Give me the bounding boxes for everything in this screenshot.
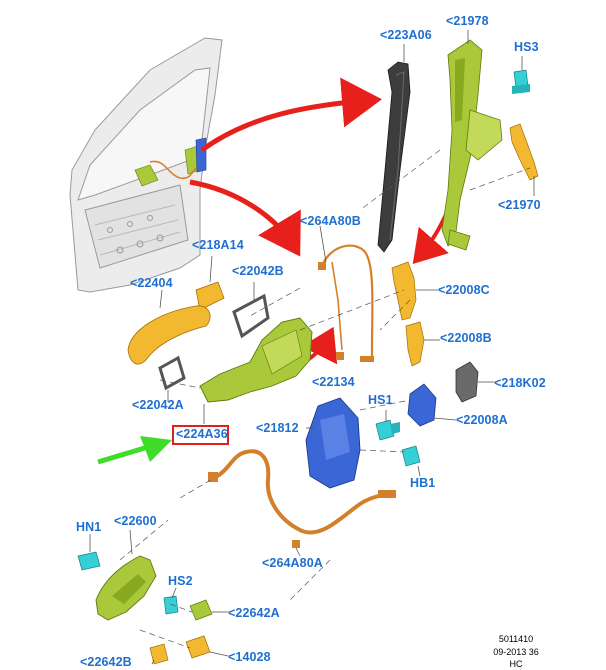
part-label-HS3[interactable]: HS3 — [514, 40, 539, 54]
part-label-HS2[interactable]: HS2 — [168, 574, 193, 588]
part-label-22600[interactable]: <22600 — [114, 514, 157, 528]
spacer-22008b-part — [405, 321, 425, 367]
part-label-264A80B[interactable]: <264A80B — [300, 214, 361, 228]
part-label-HN1[interactable]: HN1 — [76, 520, 102, 534]
cable-264a80a-part — [208, 449, 397, 548]
part-label-218K02[interactable]: <218K02 — [494, 376, 546, 390]
part-label-224A36[interactable]: <224A36 — [176, 427, 228, 441]
part-label-HB1[interactable]: HB1 — [410, 476, 436, 490]
green-arrow-icon — [97, 436, 172, 465]
footer-code: HC — [509, 659, 523, 669]
part-label-21978[interactable]: <21978 — [446, 14, 489, 28]
glass-run-channel-part — [377, 61, 411, 253]
window-regulator-part — [441, 39, 503, 251]
handle-frame-224a36-part — [199, 317, 313, 403]
handle-22404-part — [127, 305, 211, 365]
footer-date: 09-2013 36 — [493, 647, 539, 657]
cap-218a14-part — [195, 281, 225, 311]
part-label-218A14[interactable]: <218A14 — [192, 238, 244, 252]
part-label-21970[interactable]: <21970 — [498, 198, 541, 212]
part-label-22642A[interactable]: <22642A — [228, 606, 280, 620]
bolt-hs3-part — [512, 69, 530, 94]
screw-hs1-part — [375, 419, 400, 441]
part-label-HS1[interactable]: HS1 — [368, 393, 393, 407]
footer-number: 5011410 — [498, 634, 534, 644]
part-label-22042B[interactable]: <22042B — [232, 264, 284, 278]
leader-lines — [89, 30, 535, 665]
screw-hs2-part — [163, 595, 179, 615]
nut-hn1-part — [77, 551, 101, 571]
assembly-dash-lines — [119, 149, 531, 649]
door-latch-21812-part — [305, 397, 361, 489]
highlight-box — [172, 425, 229, 445]
gasket-22042b-part — [232, 293, 270, 339]
inner-handle-22600-part — [95, 555, 157, 621]
part-label-22042A[interactable]: <22042A — [132, 398, 184, 412]
part-label-22404[interactable]: <22404 — [130, 276, 173, 290]
door-illustration — [69, 37, 223, 293]
part-label-22134[interactable]: <22134 — [312, 375, 355, 389]
switch-14028-part — [185, 635, 211, 659]
bracket-21970-part — [509, 123, 539, 181]
part-label-21812[interactable]: <21812 — [256, 421, 299, 435]
screw-hb1-part — [401, 445, 421, 467]
part-label-223A06[interactable]: <223A06 — [380, 28, 432, 42]
part-label-14028[interactable]: <14028 — [228, 650, 271, 664]
part-label-22008C[interactable]: <22008C — [438, 283, 490, 297]
bracket-22008a-part — [407, 383, 437, 427]
part-label-264A80A[interactable]: <264A80A — [262, 556, 323, 570]
cover-22642b-part — [149, 643, 169, 665]
gasket-22042a-part — [158, 355, 186, 391]
cover-22642a-part — [189, 599, 213, 621]
gasket-218k02-part — [455, 361, 479, 403]
part-label-22008B[interactable]: <22008B — [440, 331, 492, 345]
spacer-22008c-part — [391, 261, 417, 321]
part-label-22642B[interactable]: <22642B — [80, 655, 132, 669]
cable-264a80b-part — [318, 244, 374, 362]
part-label-22008A[interactable]: <22008A — [456, 413, 508, 427]
